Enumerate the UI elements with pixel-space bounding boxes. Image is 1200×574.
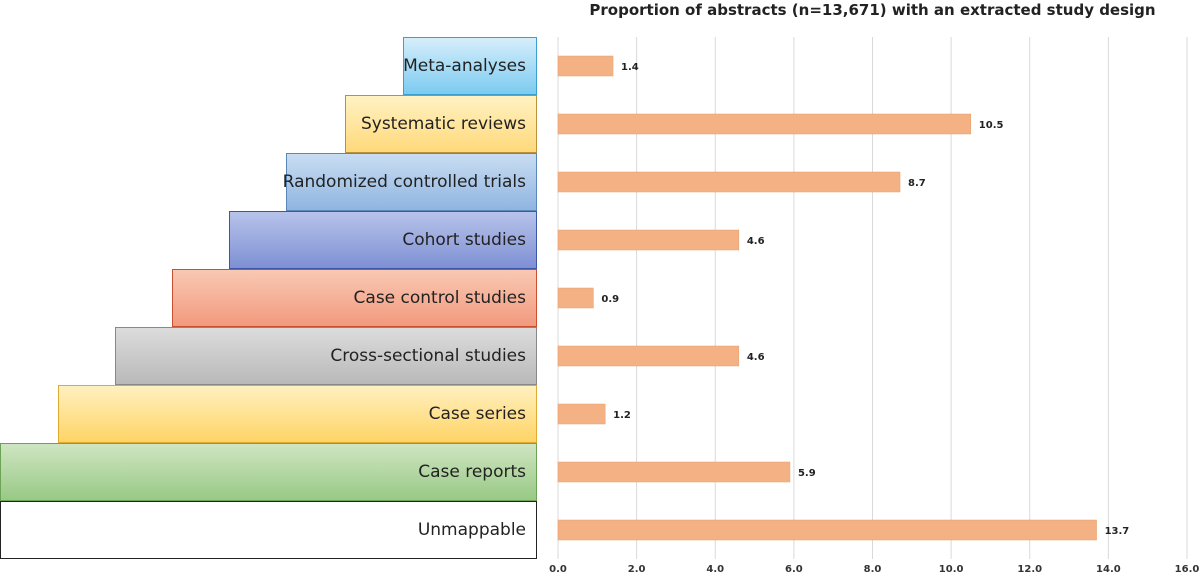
- bar-value-label: 4.6: [747, 236, 765, 247]
- x-tick-label: 4.0: [706, 564, 724, 574]
- bar-value-label: 5.9: [798, 468, 816, 479]
- chart-title: Proportion of abstracts (n=13,671) with …: [589, 1, 1156, 19]
- x-tick-label: 16.0: [1175, 564, 1200, 574]
- pyramid-step: Case series: [58, 385, 537, 443]
- x-axis-ticks: 0.0 2.0 4.0 6.0 8.0 10.0 12.0 14.0 16.0: [549, 564, 1199, 574]
- data-labels: 1.4 10.5 8.7 4.6 0.9 4.6 1.2 5.9 13.7: [601, 62, 1129, 537]
- x-tick-label: 12.0: [1017, 564, 1042, 574]
- pyramid-step: Unmappable: [0, 501, 537, 559]
- bar: [557, 403, 606, 425]
- pyramid-step: Randomized controlled trials: [283, 153, 537, 211]
- x-tick-label: 8.0: [864, 564, 882, 574]
- bar-value-label: 1.2: [613, 410, 631, 421]
- x-tick-label: 6.0: [785, 564, 803, 574]
- pyramid-step: Case reports: [0, 443, 537, 501]
- bar: [557, 113, 972, 135]
- bar: [557, 461, 791, 483]
- bar: [557, 519, 1097, 541]
- pyramid-step: Case control studies: [172, 269, 537, 327]
- bar: [557, 171, 901, 193]
- pyramid-step: Systematic reviews: [345, 95, 537, 153]
- bar: [557, 229, 740, 251]
- x-tick-label: 14.0: [1096, 564, 1121, 574]
- bars: [557, 55, 1097, 541]
- pyramid-step: Cohort studies: [229, 211, 537, 269]
- bar-value-label: 13.7: [1105, 526, 1130, 537]
- pyramid-step: Cross-sectional studies: [115, 327, 537, 385]
- bar: [557, 287, 594, 309]
- bar: [557, 345, 740, 367]
- pyramid-step: Meta-analyses: [403, 37, 537, 95]
- bar-value-label: 10.5: [979, 120, 1004, 131]
- bar-value-label: 1.4: [621, 62, 639, 73]
- x-tick-label: 2.0: [628, 564, 646, 574]
- bar: [557, 55, 614, 77]
- x-tick-label: 0.0: [549, 564, 567, 574]
- bar-value-label: 8.7: [908, 178, 926, 189]
- bar-value-label: 0.9: [601, 294, 619, 305]
- bar-value-label: 4.6: [747, 352, 765, 363]
- x-tick-label: 10.0: [939, 564, 964, 574]
